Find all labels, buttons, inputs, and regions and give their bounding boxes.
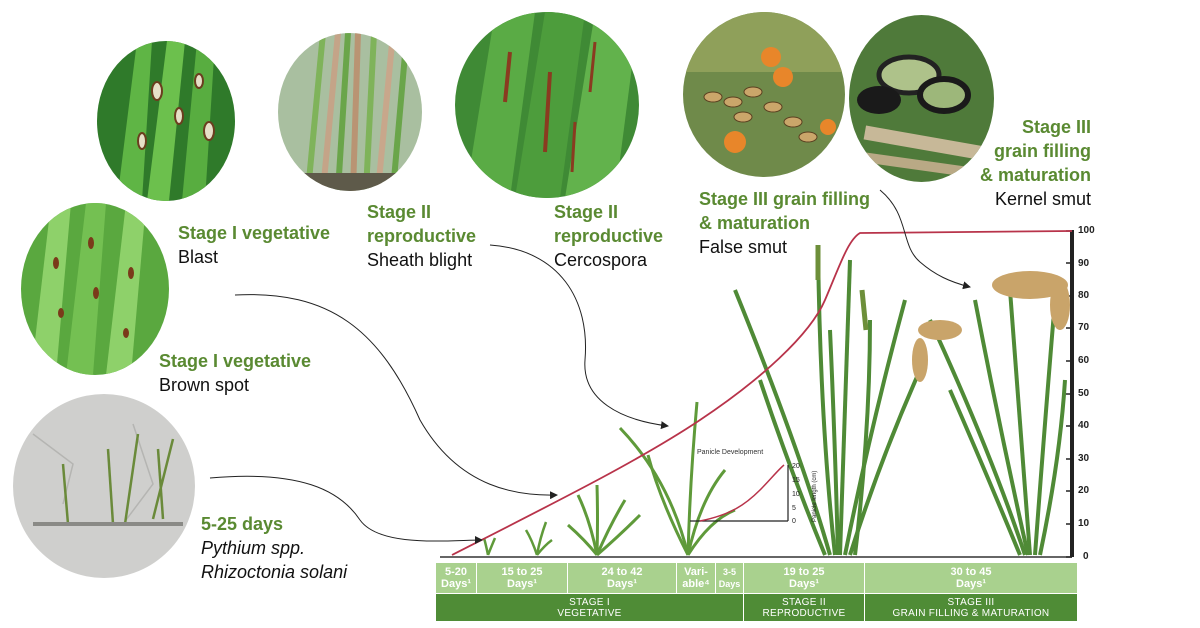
mature-plant	[928, 289, 1067, 556]
label-kernel-smut: Stage III grain filling & maturation Ker…	[930, 115, 1091, 211]
svg-text:5: 5	[792, 505, 796, 512]
arrow-seedling	[209, 475, 483, 545]
label-seedling-pathogen-1: Pythium spp.	[201, 538, 306, 558]
y-tick-20: 20	[1078, 485, 1090, 496]
label-seedling-stage: 5-25 days	[201, 514, 284, 534]
flowering-panicles	[815, 245, 869, 331]
y-tick-70: 70	[1078, 322, 1090, 333]
svg-text:10: 10	[792, 491, 800, 498]
panicle-title: Panicle Development	[697, 449, 763, 456]
tillering-plant	[567, 484, 642, 557]
label-cercospora-stage-2: reproductive	[554, 226, 664, 246]
label-blast-stage: Stage I vegetative	[178, 223, 331, 243]
label-kernel-smut-stage-3: & maturation	[979, 165, 1091, 185]
label-kernel-smut-stage-1: Stage III	[1021, 117, 1091, 137]
label-brown-spot-stage: Stage I vegetative	[159, 351, 312, 371]
booting-plant	[618, 401, 736, 556]
label-sheath-blight: Stage II reproductive Sheath blight	[367, 200, 476, 272]
label-false-smut: Stage III grain filling & maturation Fal…	[699, 187, 870, 259]
label-kernel-smut-stage-2: grain filling	[994, 141, 1091, 161]
label-seedling: 5-25 days Pythium spp. Rhizoctonia solan…	[201, 512, 347, 584]
label-cercospora-disease: Cercospora	[554, 250, 648, 270]
arrow-brown-spot	[234, 294, 558, 500]
label-false-smut-stage-2: & maturation	[699, 213, 811, 233]
label-false-smut-stage-1: Stage III grain filling	[699, 189, 871, 209]
label-blast-disease: Blast	[178, 247, 219, 267]
kernel-smut-photo	[849, 15, 994, 182]
seedling-photo	[13, 394, 195, 578]
arrow-kernel-smut	[879, 189, 971, 290]
svg-text:20: 20	[792, 463, 800, 470]
y-tick-10: 10	[1078, 518, 1090, 529]
label-blast: Stage I vegetative Blast	[178, 221, 330, 269]
y-tick-60: 60	[1078, 355, 1090, 366]
arrow-sheath-blight	[489, 244, 669, 430]
flowering-plant	[733, 244, 922, 556]
growth-curve	[451, 230, 1073, 556]
seedling-plant-1	[482, 537, 497, 556]
seedling-plant-2	[524, 521, 553, 556]
sheath-blight-photo	[278, 33, 422, 191]
label-cercospora-stage-1: Stage II	[554, 202, 619, 222]
label-seedling-pathogen-2: Rhizoctonia solani	[201, 562, 348, 582]
panicle-axis-label: Panicle length (cm)	[812, 471, 818, 522]
label-sheath-blight-stage-2: reproductive	[367, 226, 477, 246]
label-brown-spot-disease: Brown spot	[159, 375, 250, 395]
label-sheath-blight-stage-1: Stage II	[367, 202, 432, 222]
label-sheath-blight-disease: Sheath blight	[367, 250, 473, 270]
svg-text:0: 0	[792, 518, 796, 525]
svg-text:15: 15	[792, 477, 800, 484]
label-kernel-smut-disease: Kernel smut	[994, 189, 1091, 209]
y-tick-90: 90	[1078, 258, 1090, 269]
panicle-curve	[699, 464, 785, 522]
y-tick-100: 100	[1078, 225, 1095, 236]
label-brown-spot: Stage I vegetative Brown spot	[159, 349, 311, 397]
blast-photo	[97, 41, 235, 201]
y-tick-0: 0	[1083, 551, 1089, 562]
label-cercospora: Stage II reproductive Cercospora	[554, 200, 663, 272]
cercospora-photo	[455, 12, 639, 198]
y-tick-80: 80	[1078, 290, 1090, 301]
brown-spot-photo	[21, 203, 169, 375]
y-tick-40: 40	[1078, 420, 1090, 431]
y-tick-50: 50	[1078, 388, 1090, 399]
mature-panicles	[912, 271, 1070, 382]
duration-cell: Vari-able⁴	[677, 563, 715, 593]
y-tick-30: 30	[1078, 453, 1090, 464]
label-false-smut-disease: False smut	[699, 237, 788, 257]
panicle-ticks: 20 15 10 5 0	[792, 463, 800, 525]
